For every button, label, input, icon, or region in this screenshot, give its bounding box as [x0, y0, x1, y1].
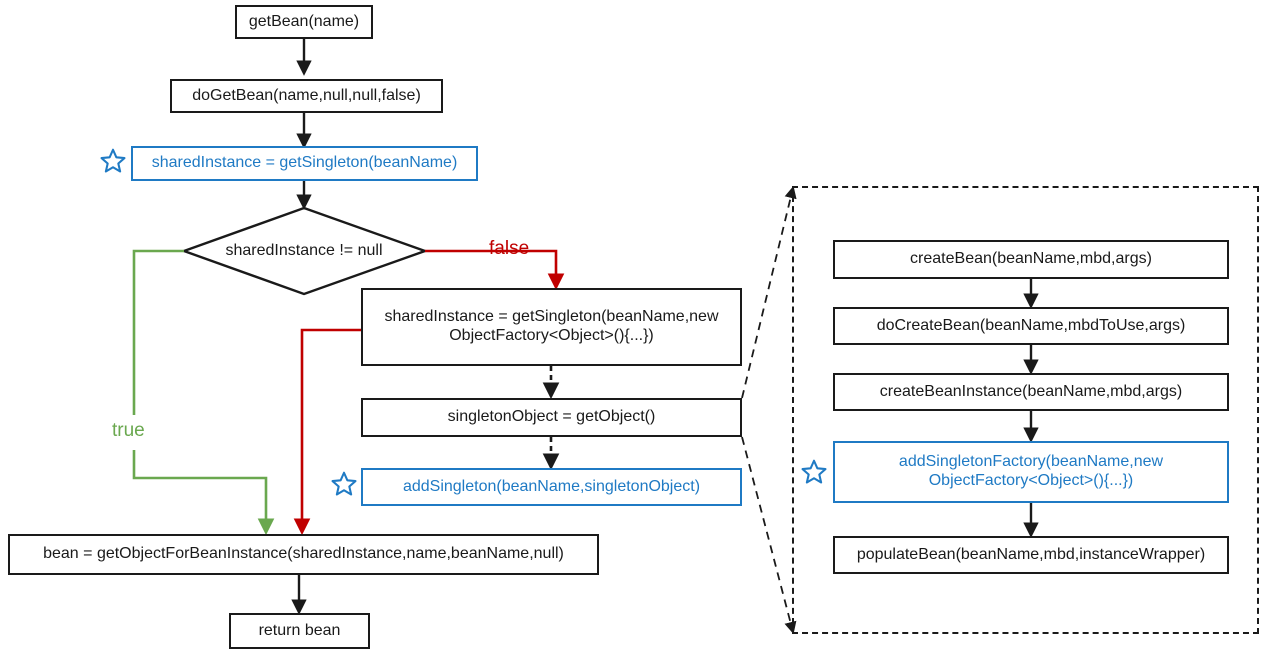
- node-create-bean-instance-label: createBeanInstance(beanName,mbd,args): [879, 382, 1183, 400]
- node-populate-bean-label: populateBean(beanName,mbd,instanceWrappe…: [856, 545, 1206, 563]
- callout-line-top: [741, 185, 797, 399]
- edge-true-branch: [132, 249, 184, 415]
- node-create-bean[interactable]: createBean(beanName,mbd,args): [833, 240, 1229, 279]
- node-shared-instance-decision-label: sharedInstance != null: [225, 242, 383, 259]
- false-label: false: [489, 238, 530, 259]
- node-add-singleton-factory-label: addSingletonFactory(beanName,new ObjectF…: [898, 453, 1164, 489]
- node-shared-instance-get-singleton[interactable]: sharedInstance = getSingleton(beanName): [131, 146, 478, 181]
- node-shared-instance-decision[interactable]: sharedInstance != null: [204, 238, 404, 264]
- node-create-bean-label: createBean(beanName,mbd,args): [910, 250, 1152, 268]
- node-do-create-bean-label: doCreateBean(beanName,mbdToUse,args): [876, 316, 1186, 334]
- node-return-bean[interactable]: return bean: [229, 613, 370, 649]
- node-shared-instance-get-singleton-factory-label: sharedInstance = getSingleton(beanName,n…: [384, 308, 719, 344]
- node-create-bean-instance[interactable]: createBeanInstance(beanName,mbd,args): [833, 373, 1229, 411]
- star-icon-add-singleton: [331, 471, 357, 496]
- star-icon-add-singleton-factory: [801, 459, 827, 484]
- node-do-create-bean[interactable]: doCreateBean(beanName,mbdToUse,args): [833, 307, 1229, 345]
- node-do-get-bean[interactable]: doGetBean(name,null,null,false): [170, 79, 443, 113]
- node-get-bean[interactable]: getBean(name): [235, 5, 373, 39]
- callout-line-bottom: [741, 436, 797, 635]
- node-return-bean-label: return bean: [258, 621, 341, 639]
- node-bean-get-object-for-bean-instance-label: bean = getObjectForBeanInstance(sharedIn…: [43, 545, 564, 563]
- expansion-panel: [792, 186, 1259, 634]
- node-singleton-object-get-object[interactable]: singletonObject = getObject(): [361, 398, 742, 437]
- node-shared-instance-get-singleton-label: sharedInstance = getSingleton(beanName): [151, 154, 458, 172]
- true-label: true: [112, 420, 145, 441]
- node-add-singleton-label: addSingleton(beanName,singletonObject): [402, 477, 701, 495]
- node-populate-bean[interactable]: populateBean(beanName,mbd,instanceWrappe…: [833, 536, 1229, 574]
- edge-red-to-bean: [293, 328, 361, 536]
- node-singleton-object-get-object-label: singletonObject = getObject(): [447, 408, 656, 426]
- node-get-bean-label: getBean(name): [248, 12, 360, 30]
- node-bean-get-object-for-bean-instance[interactable]: bean = getObjectForBeanInstance(sharedIn…: [8, 534, 599, 575]
- node-add-singleton[interactable]: addSingleton(beanName,singletonObject): [361, 468, 742, 506]
- star-icon-shared-instance: [100, 148, 126, 173]
- node-shared-instance-get-singleton-factory[interactable]: sharedInstance = getSingleton(beanName,n…: [361, 288, 742, 366]
- decision-diamond-shape: [180, 206, 429, 296]
- node-add-singleton-factory[interactable]: addSingletonFactory(beanName,new ObjectF…: [833, 441, 1229, 503]
- node-do-get-bean-label: doGetBean(name,null,null,false): [192, 86, 421, 104]
- edge-true-branch-lower: [132, 450, 275, 536]
